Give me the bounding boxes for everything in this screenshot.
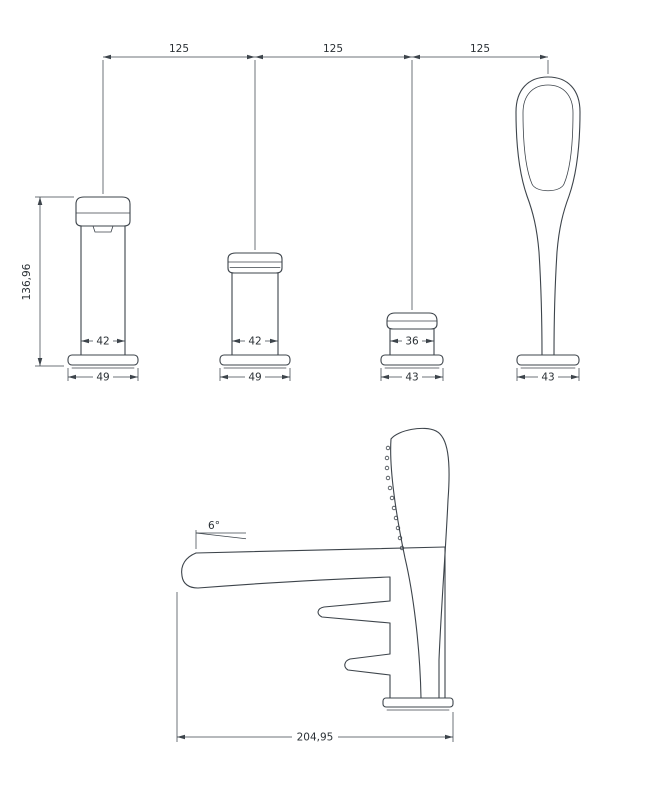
dim-label-f3-body: 36 — [405, 336, 419, 348]
fixture-handle-left: 42 49 — [219, 252, 291, 384]
side-view: 6° 204,95 — [176, 427, 454, 744]
spout-body-profile — [181, 546, 454, 711]
dim-label-f1-body: 42 — [96, 336, 109, 348]
fixture-hand-shower: 43 — [515, 76, 581, 384]
spacing-dimension: 125 125 125 — [102, 43, 549, 310]
depth-dimension: 204,95 — [176, 592, 454, 744]
height-dimension: 136,96 — [21, 196, 74, 367]
dim-label-spacing-3: 125 — [470, 43, 490, 55]
fixture-spout-mixer: 42 49 — [67, 196, 139, 384]
dim-label-depth: 204,95 — [297, 732, 334, 744]
front-view: 125 125 125 136,96 42 — [21, 43, 581, 384]
dim-label-f1-base: 49 — [96, 372, 109, 384]
dim-label-f2-body: 42 — [248, 336, 261, 348]
fixture-handle-right: 36 43 — [380, 312, 444, 384]
dim-label-f3-base: 43 — [405, 372, 418, 384]
dim-label-angle: 6° — [208, 520, 220, 532]
dim-label-spacing-2: 125 — [323, 43, 343, 55]
dim-label-f4-base: 43 — [541, 372, 554, 384]
hand-shower-profile — [384, 427, 450, 699]
angle-annotation: 6° — [195, 520, 247, 549]
shower-nozzle-dots — [384, 445, 405, 551]
dim-label-f2-base: 49 — [248, 372, 261, 384]
dim-label-height: 136,96 — [21, 263, 33, 300]
dim-label-spacing-1: 125 — [169, 43, 189, 55]
